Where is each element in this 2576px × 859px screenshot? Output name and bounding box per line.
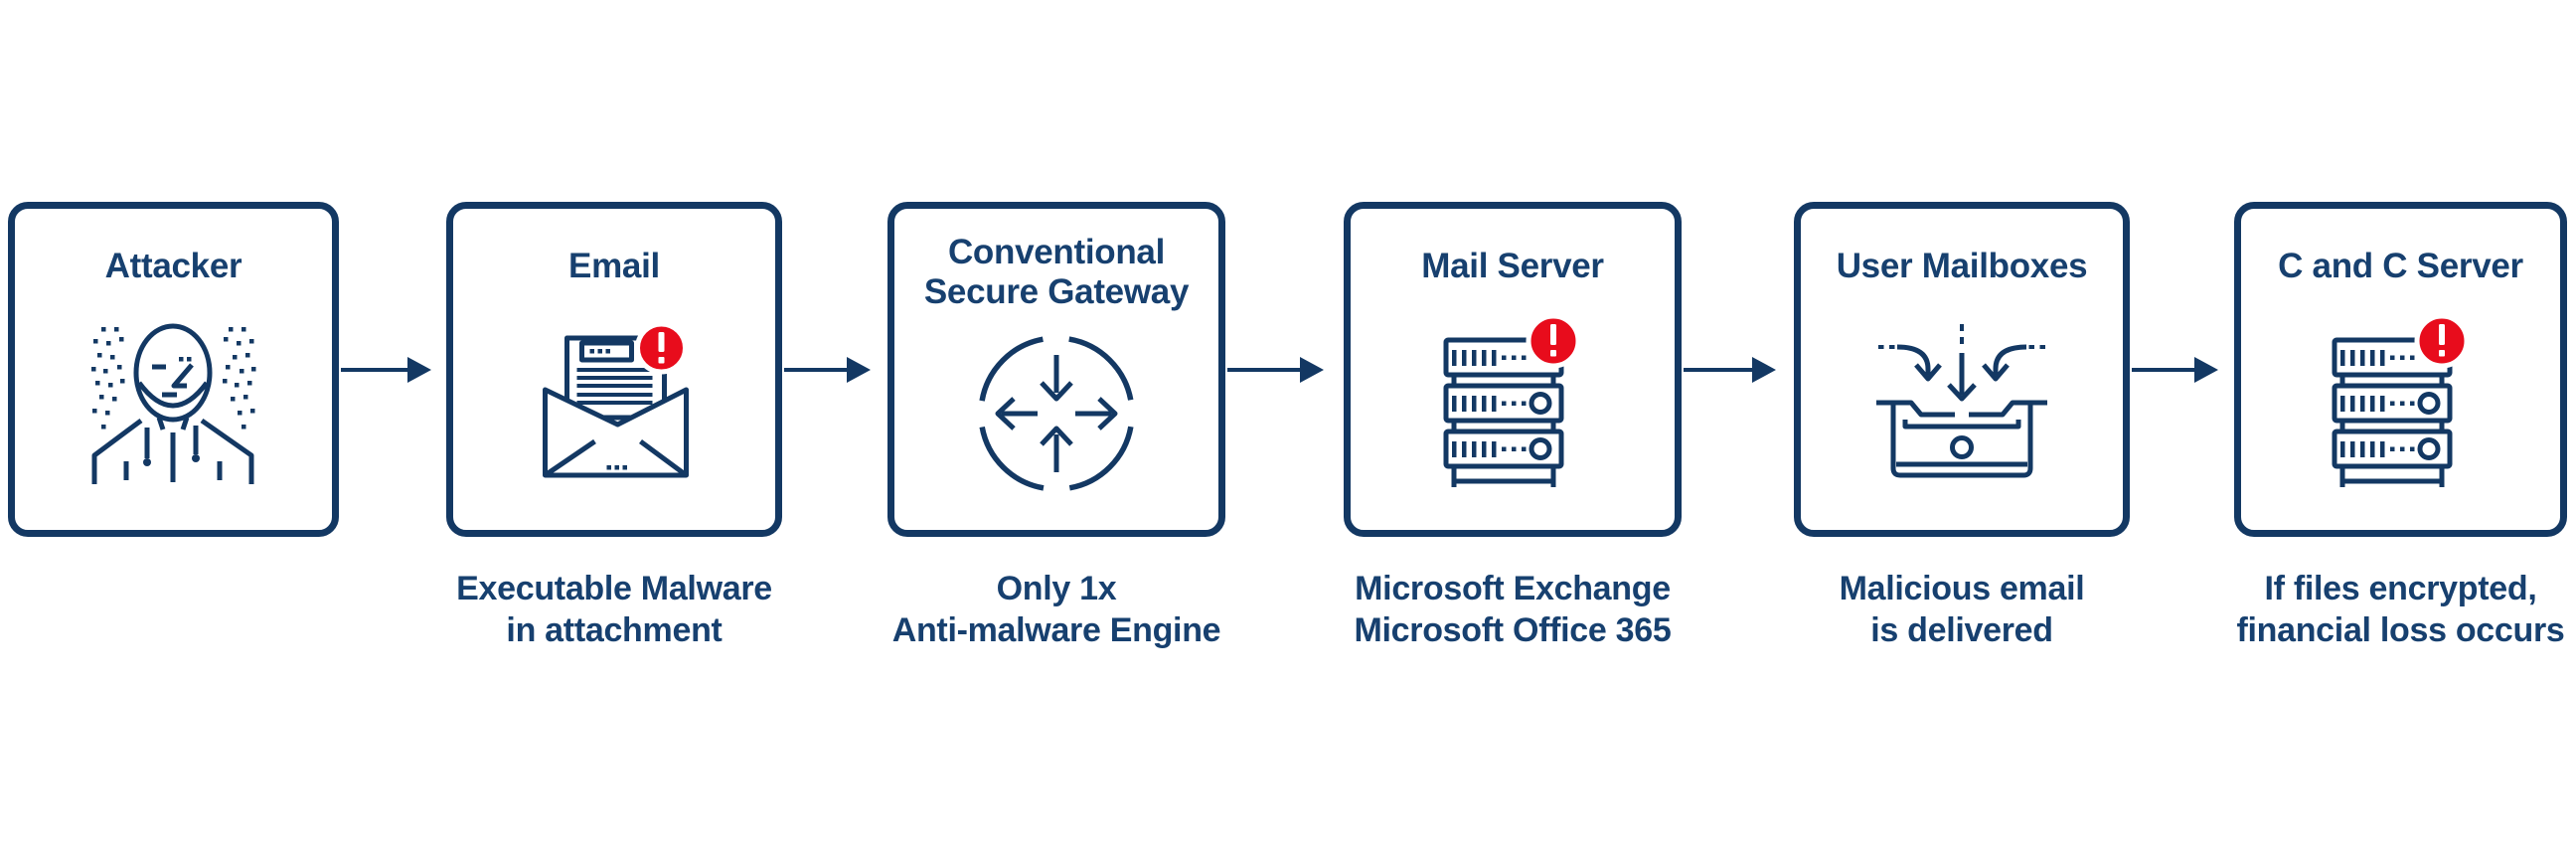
node-caption: If files encrypted, financial loss occur…: [2236, 570, 2565, 649]
node-mail-server: Mail Server: [1344, 202, 1682, 537]
alert-badge-icon: [635, 321, 688, 375]
node-title: Attacker: [104, 247, 242, 285]
node-caption: Executable Malware in attachment: [456, 570, 772, 649]
inbox-tray-icon: [1876, 324, 2047, 478]
hacker-person-icon: [90, 323, 255, 484]
alert-badge-icon: [2414, 313, 2469, 369]
node-title: Conventional Secure Gateway: [923, 233, 1190, 311]
alert-badge-icon: [1526, 313, 1581, 369]
node-secure-gateway: Conventional Secure Gateway: [887, 202, 1225, 537]
flow-arrow: [1684, 357, 1776, 383]
flow-arrow: [784, 357, 871, 383]
gateway-arrows-icon: [978, 335, 1135, 492]
node-caption: Microsoft Exchange Microsoft Office 365: [1354, 570, 1672, 649]
server-rack-icon: [1443, 313, 1581, 487]
node-caption: Only 1x Anti-malware Engine: [891, 570, 1221, 649]
flow-arrow: [2132, 357, 2218, 383]
server-rack-icon: [2332, 313, 2469, 487]
node-title: User Mailboxes: [1836, 247, 2088, 285]
node-email: Email: [446, 202, 782, 537]
flow-arrow: [1227, 357, 1324, 383]
node-caption: Malicious email is delivered: [1839, 570, 2085, 649]
node-title: Mail Server: [1421, 247, 1604, 285]
flow-arrow: [341, 357, 431, 383]
node-cc-server: C and C Server: [2234, 202, 2567, 537]
node-attacker: Attacker: [8, 202, 339, 537]
node-user-mailboxes: User Mailboxes: [1794, 202, 2130, 537]
email-letter-icon: [543, 321, 689, 478]
node-title: C and C Server: [2278, 247, 2523, 285]
node-title: Email: [568, 247, 660, 285]
